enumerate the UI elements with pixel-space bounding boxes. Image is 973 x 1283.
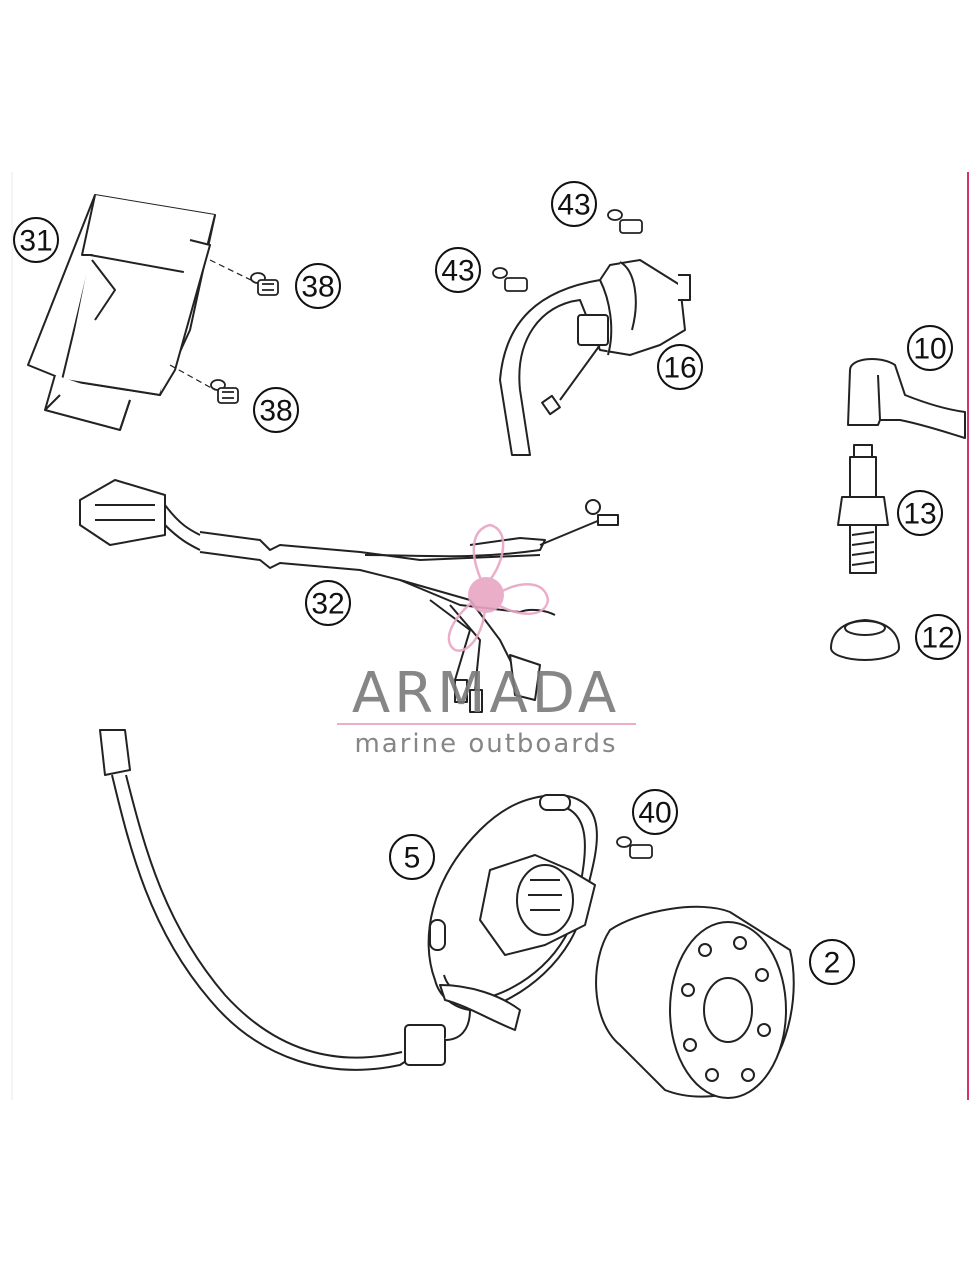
watermark-tagline: marine outboards: [354, 729, 617, 759]
cdi-unit: [27, 194, 256, 431]
callout-38-upper: 38: [295, 263, 341, 309]
svg-text:43: 43: [557, 189, 590, 222]
screw-43-left: [492, 267, 528, 292]
svg-text:10: 10: [913, 333, 946, 366]
callout-43-upper: 43: [551, 181, 597, 227]
callout-16: 16: [657, 344, 703, 390]
svg-text:38: 38: [301, 271, 334, 304]
grommet: [830, 618, 900, 661]
callout-31: 31: [13, 217, 59, 263]
callout-13: 13: [897, 490, 943, 536]
callout-2: 2: [809, 939, 855, 985]
wiring-harness: [79, 479, 619, 713]
svg-text:13: 13: [903, 498, 936, 531]
svg-text:16: 16: [663, 352, 696, 385]
svg-text:2: 2: [824, 947, 841, 980]
callout-38-lower: 38: [253, 387, 299, 433]
callout-12: 12: [915, 614, 961, 660]
callout-10: 10: [907, 325, 953, 371]
armada-logo: ARMADA marine outboards: [337, 523, 636, 759]
spark-plug-cap: [847, 358, 966, 439]
svg-text:32: 32: [311, 588, 344, 621]
spark-plug: [837, 444, 889, 574]
svg-text:5: 5: [404, 842, 421, 875]
ignition-coil: [499, 259, 691, 456]
screw-38-upper: [250, 272, 279, 296]
watermark-name: ARMADA: [352, 661, 620, 726]
propeller-icon: [447, 523, 550, 652]
screw-40: [616, 836, 653, 859]
callout-40: 40: [632, 789, 678, 835]
callout-5: 5: [389, 834, 435, 880]
svg-text:43: 43: [441, 255, 474, 288]
screw-43-right: [607, 209, 643, 234]
svg-text:12: 12: [921, 622, 954, 655]
svg-text:40: 40: [638, 797, 671, 830]
callout-43-lower: 43: [435, 247, 481, 293]
svg-text:38: 38: [259, 395, 292, 428]
callout-32: 32: [305, 580, 351, 626]
flywheel: [595, 905, 795, 1099]
svg-text:31: 31: [19, 225, 52, 258]
stator-with-cable: [99, 729, 598, 1071]
screw-38-lower: [210, 379, 239, 404]
